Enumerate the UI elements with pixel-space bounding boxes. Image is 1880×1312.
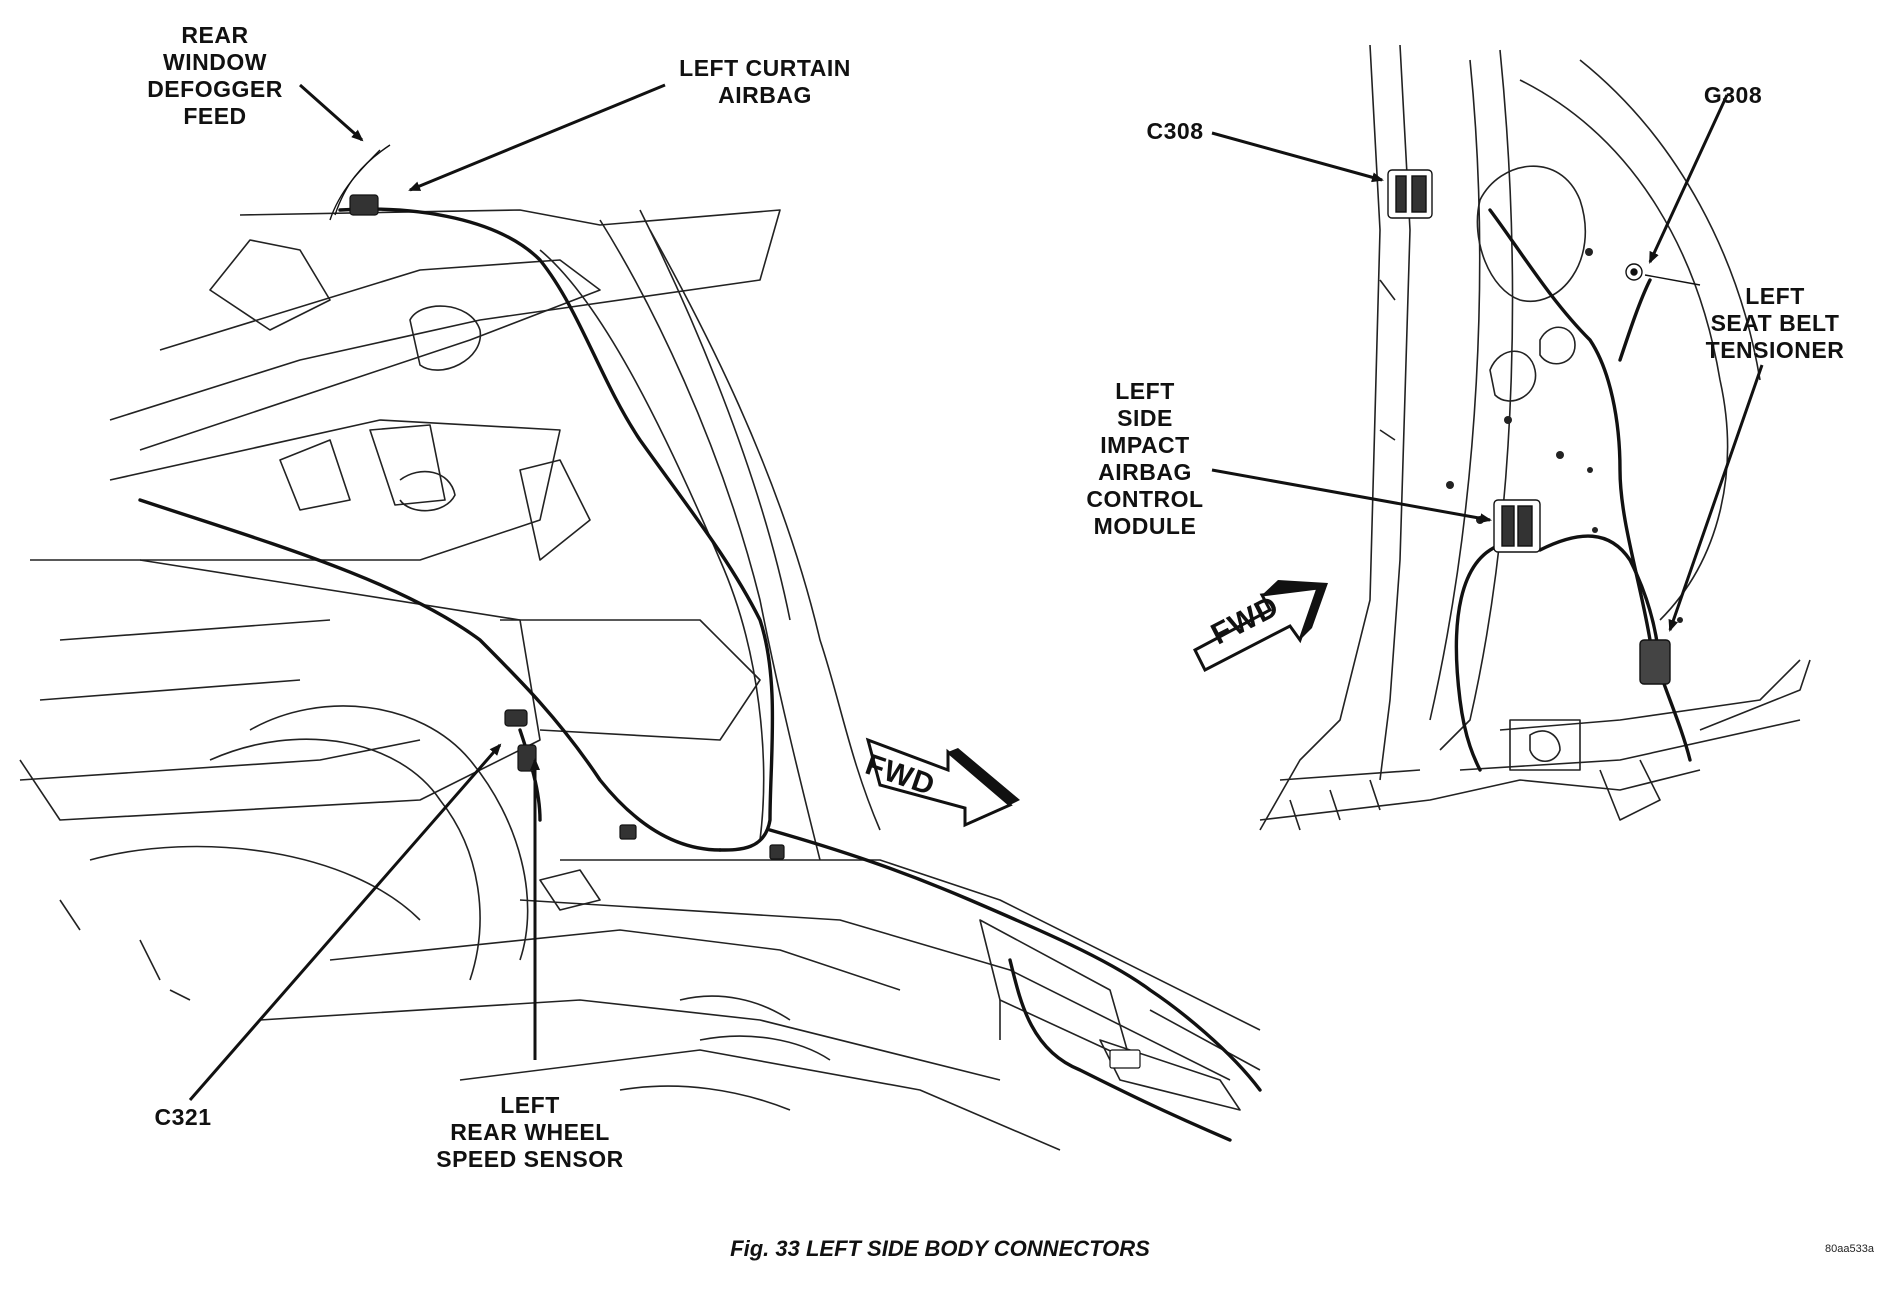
- left-body-structure: [19, 209, 1261, 1151]
- label-line: SPEED SENSOR: [436, 1146, 624, 1172]
- label-line: C321: [154, 1104, 212, 1130]
- right-connectors: [1387, 169, 1671, 685]
- left-connectors: [349, 194, 1141, 1069]
- figure-caption: Fig. 33 LEFT SIDE BODY CONNECTORS: [730, 1236, 1150, 1261]
- label-line: TENSIONER: [1705, 337, 1845, 363]
- label-line: AIRBAG: [718, 82, 812, 108]
- label-line: IMPACT: [1100, 432, 1190, 458]
- right-wiring-harness: [1454, 208, 1692, 772]
- label-line: WINDOW: [163, 49, 267, 75]
- label-line: REAR: [181, 22, 249, 48]
- right-body-structure: [1259, 44, 1811, 831]
- label-left-seat-belt-tensioner: LEFT SEAT BELT TENSIONER: [1680, 283, 1870, 364]
- label-g308: G308: [1688, 82, 1778, 109]
- label-line: LEFT: [500, 1092, 560, 1118]
- callout-leaders: [188, 83, 1764, 1101]
- label-line: DEFOGGER: [147, 76, 283, 102]
- label-c321: C321: [138, 1104, 228, 1131]
- label-line: FEED: [183, 103, 247, 129]
- label-line: SEAT BELT: [1710, 310, 1840, 336]
- left-fwd-arrow-shape: [865, 737, 1020, 828]
- label-left-rear-wheel-speed-sensor: LEFT REAR WHEEL SPEED SENSOR: [415, 1092, 645, 1173]
- right-fwd-arrow-shape: [1193, 580, 1328, 673]
- label-line: G308: [1703, 82, 1763, 108]
- label-left-side-impact-airbag-control-module: LEFT SIDE IMPACT AIRBAG CONTROL MODULE: [1065, 378, 1225, 540]
- label-line: MODULE: [1093, 513, 1197, 539]
- figure-code: 80aa533a: [1825, 1243, 1874, 1255]
- label-line: LEFT: [1115, 378, 1175, 404]
- label-line: C308: [1146, 118, 1204, 144]
- label-line: AIRBAG: [1098, 459, 1192, 485]
- label-line: REAR WHEEL: [450, 1119, 610, 1145]
- label-c308: C308: [1130, 118, 1220, 145]
- label-line: LEFT CURTAIN: [679, 55, 851, 81]
- label-line: CONTROL: [1086, 486, 1204, 512]
- label-rear-window-defogger-feed: REAR WINDOW DEFOGGER FEED: [130, 22, 300, 130]
- label-line: SIDE: [1117, 405, 1173, 431]
- label-left-curtain-airbag: LEFT CURTAIN AIRBAG: [655, 55, 875, 109]
- label-line: LEFT: [1745, 283, 1805, 309]
- left-wiring-harness: [138, 207, 1262, 1142]
